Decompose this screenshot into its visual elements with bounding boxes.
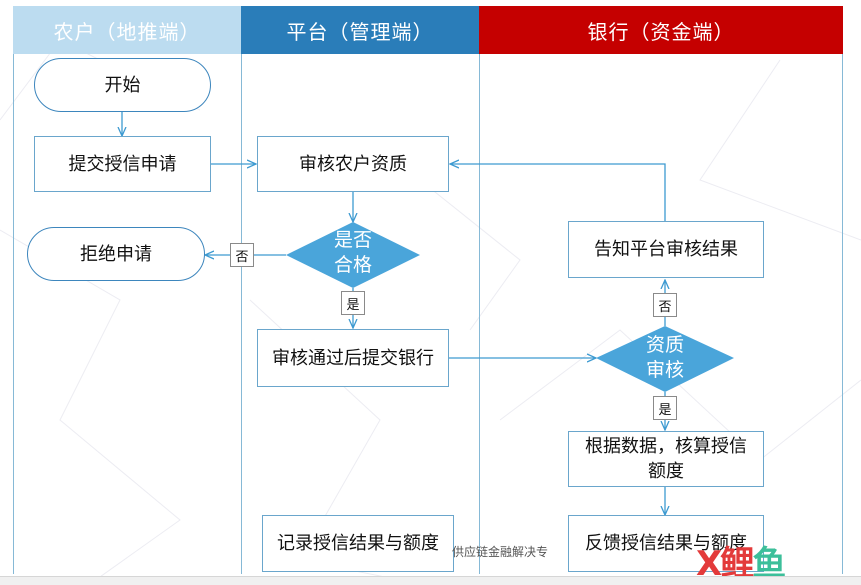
branch-no-label: 否 [653,293,677,317]
arrow-notify-to-review [450,164,666,222]
watermark-text: 供应链金融解决专 [452,543,548,560]
submit-bank-label: 审核通过后提交银行 [272,347,434,369]
lane-title: 平台（管理端） [286,19,434,44]
reject-application-node: 拒绝申请 [27,227,205,281]
qualified-line1: 是否 [333,229,372,251]
branch-yes-label: 是 [341,291,365,315]
review-label: 审核农户资质 [299,153,407,175]
notify-platform-node: 告知平台审核结果 [568,221,764,278]
branch-no-label: 否 [230,243,254,267]
lane-title: 银行（资金端） [587,19,735,44]
start-node: 开始 [34,58,211,112]
lane-header-farmer: 农户（地推端） [13,6,241,54]
lane-header-platform: 平台（管理端） [241,6,479,54]
qualified-decision-label: 是否 合格 [313,228,393,278]
bank-review-decision-label: 资质 审核 [625,333,705,383]
lane-body-farmer [13,54,241,574]
no-text: 否 [235,249,249,265]
submit-to-bank-node: 审核通过后提交银行 [257,329,449,387]
qualified-diamond [286,222,420,288]
bank-review-diamond [596,326,734,392]
feedback-label: 反馈授信结果与额度 [585,533,747,554]
qualified-line2: 合格 [333,254,372,276]
branch-yes-label: 是 [653,396,677,420]
bank-review-line1: 资质 [645,334,684,356]
no-text: 否 [658,299,672,315]
calculate-label: 根据数据，核算授信额度 [585,436,747,482]
bank-review-line2: 审核 [645,359,684,381]
yes-text: 是 [346,297,360,313]
lane-body-bank [479,54,843,574]
lane-header-bank: 银行（资金端） [479,6,843,54]
start-label: 开始 [104,74,141,96]
bottom-strip [0,576,861,585]
calculate-credit-node: 根据数据，核算授信额度 [568,431,764,487]
reject-label: 拒绝申请 [80,243,152,265]
submit-label: 提交授信申请 [68,153,177,175]
notify-label: 告知平台审核结果 [594,239,738,260]
watermark-label: 供应链金融解决专 [452,545,549,559]
record-label: 记录授信结果与额度 [277,533,439,554]
submit-application-node: 提交授信申请 [34,136,211,192]
yes-text: 是 [658,402,672,418]
review-farmer-node: 审核农户资质 [257,136,449,192]
record-result-node: 记录授信结果与额度 [262,515,454,572]
lane-title: 农户（地推端） [53,19,201,44]
feedback-result-node: 反馈授信结果与额度 [568,515,764,572]
lane-body-platform [241,54,479,574]
